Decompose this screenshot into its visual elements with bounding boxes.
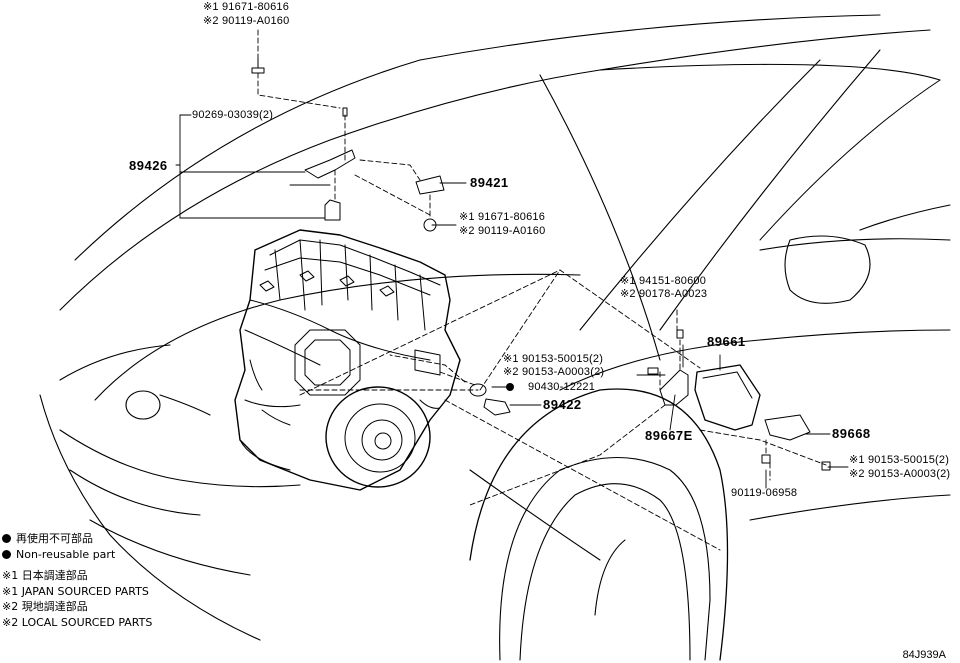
engine-assembly — [234, 229, 461, 491]
bolt3-label-1: ※1 94151-80600 — [620, 275, 707, 287]
legend-nonreusable-en: Non-reusable part — [2, 548, 115, 562]
figure-id: 84J939A — [902, 649, 946, 661]
car-body-outline — [39, 14, 951, 661]
legend-nonreusable-jp: 再使用不可部品 — [2, 532, 93, 546]
bolt4-label-2: ※2 90153-A0003(2) — [503, 366, 605, 378]
bracket-89667e-label: 89667E — [645, 428, 693, 443]
clip-label: 90269-03039(2) — [192, 109, 274, 121]
bolt5-label-1: ※1 90153-50015(2) — [849, 454, 950, 466]
sensor-89421-label: 89421 — [470, 175, 509, 190]
bracket-89426-label: 89426 — [129, 158, 168, 173]
nonreusable-marker — [506, 383, 514, 391]
parts-group — [251, 57, 831, 471]
leader-lines — [257, 29, 827, 551]
legend-note2-jp: ※2 現地調達部品 — [2, 600, 88, 613]
bolt2-label-1: ※1 91671-80616 — [459, 211, 546, 223]
bolt4-label-1: ※1 90153-50015(2) — [503, 353, 604, 365]
legend-note1-jp: ※1 日本調達部品 — [2, 569, 88, 582]
bullet-icon — [2, 550, 11, 559]
top-bolt-label-1: ※1 91671-80616 — [203, 1, 290, 13]
knock-sensor-89422-label: 89422 — [543, 397, 582, 412]
bullet-icon — [2, 534, 11, 543]
bracket-89668-label: 89668 — [832, 426, 871, 441]
ecu-89661-label: 89661 — [707, 334, 746, 349]
top-bolt-label-2: ※2 90119-A0160 — [203, 15, 290, 27]
legend-note2-en: ※2 LOCAL SOURCED PARTS — [2, 616, 153, 629]
legend-note1-en: ※1 JAPAN SOURCED PARTS — [2, 585, 149, 598]
bolt5-label-2: ※2 90153-A0003(2) — [849, 468, 951, 480]
gasket-label: 90430-12221 — [528, 381, 596, 393]
bolt3-label-2: ※2 90178-A0023 — [620, 288, 708, 300]
label-leaders — [175, 114, 849, 489]
bolt2-label-2: ※2 90119-A0160 — [459, 225, 546, 237]
bolt6-label: 90119-06958 — [731, 487, 798, 499]
